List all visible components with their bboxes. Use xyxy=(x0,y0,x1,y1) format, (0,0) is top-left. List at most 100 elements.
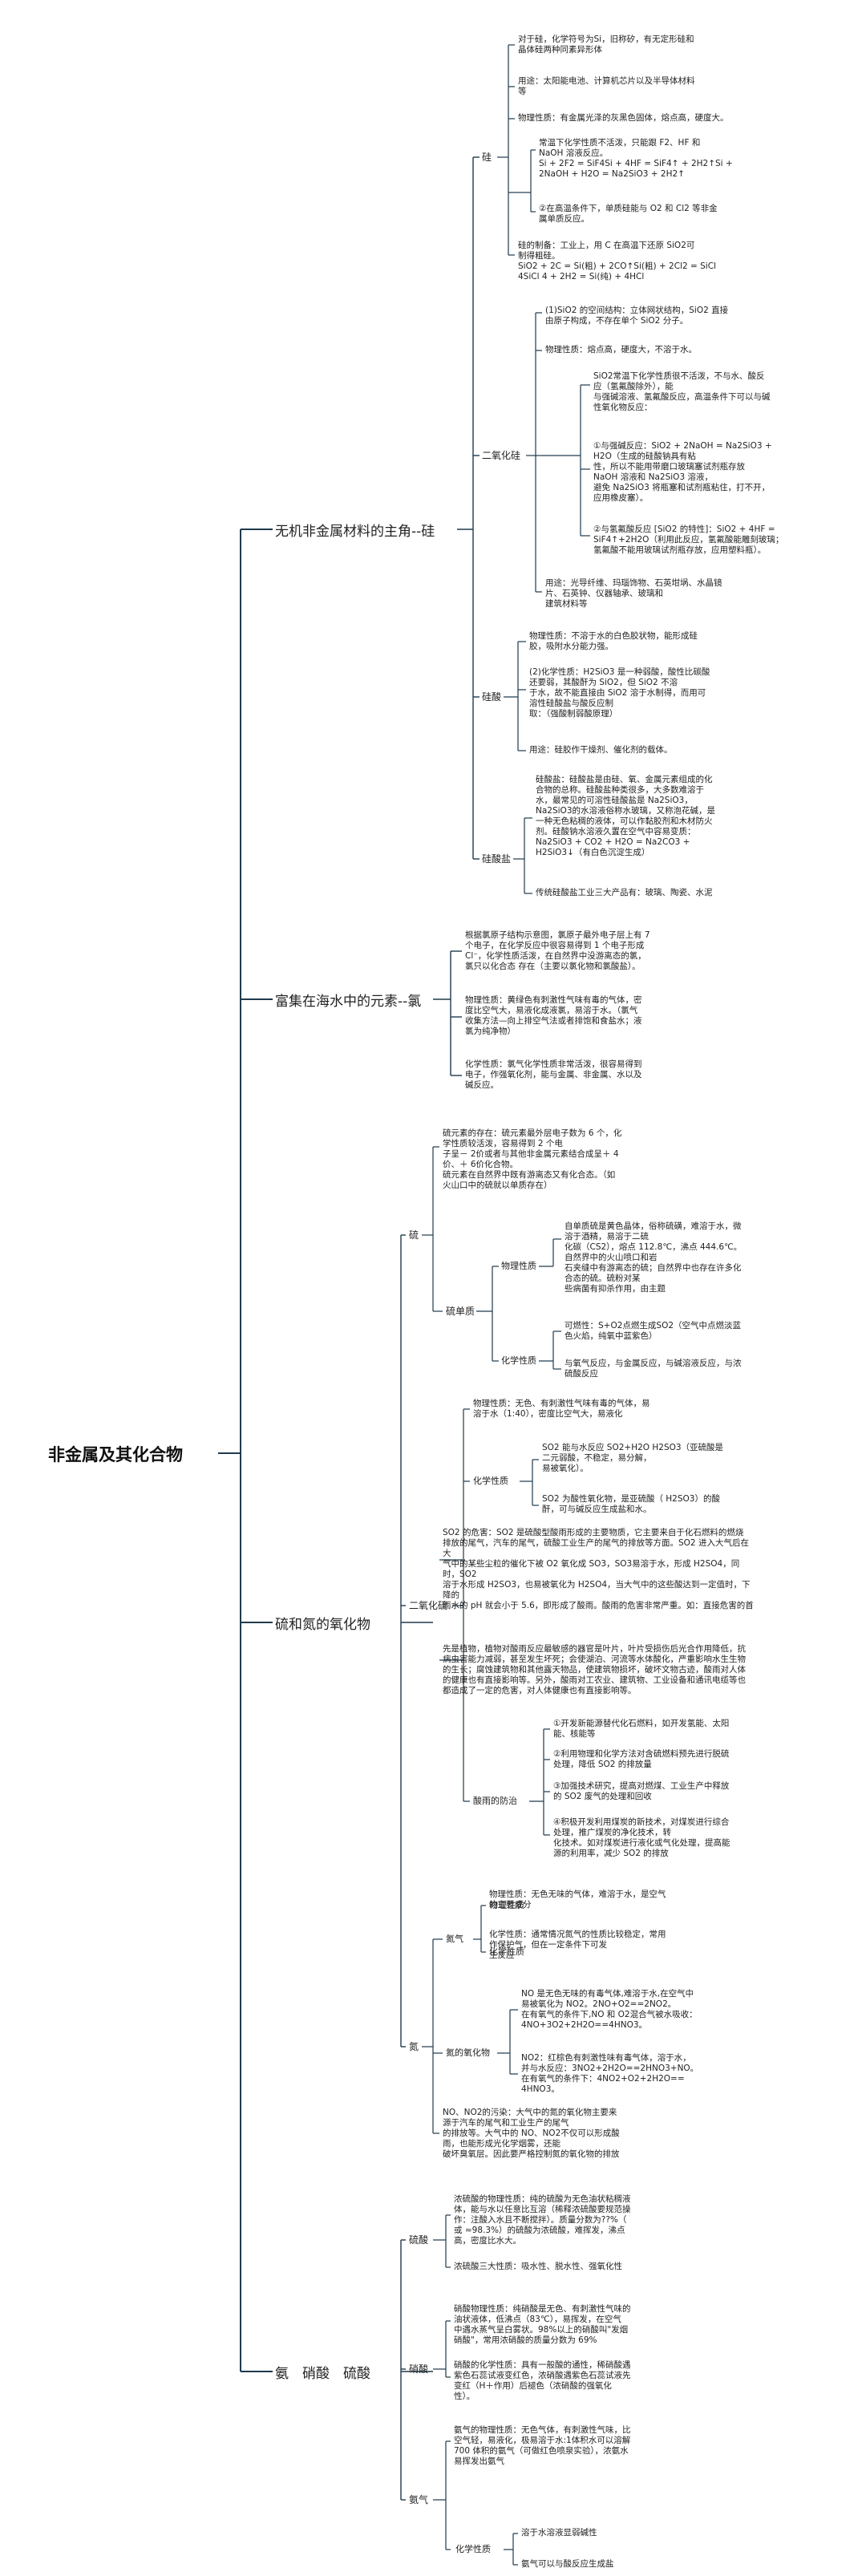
node-silicic-acid[interactable]: 硅酸 xyxy=(482,691,502,703)
node-sulfuric-acid[interactable]: 硫酸 xyxy=(409,2234,429,2246)
note-line: 生反应 xyxy=(489,1950,515,1960)
note-line: 溶于水溶液显弱碱性 xyxy=(521,2528,597,2538)
node-nitrogen-oxides[interactable]: 氮的氧化物 xyxy=(446,2047,490,2058)
node-sulfur-physical[interactable]: 物理性质 xyxy=(501,1261,536,1271)
note-e5[interactable]: ②与氢氟酸反应 [SiO2 的特性]：SiO2 + 4HF =SiF4↑+2H2… xyxy=(593,525,783,556)
node-sulfur-element[interactable]: 硫单质 xyxy=(446,1306,475,1317)
note-p1[interactable]: ①开发新能源替代化石燃料，如开发氢能、太阳能、核能等 xyxy=(553,1719,729,1740)
note-line: 处理，推广煤炭的净化技术，转 xyxy=(553,1828,671,1837)
note-g6[interactable]: 硅的制备：工业上，用 C 在高温下还原 SiO2可制得粗硅。SiO2 + 2C … xyxy=(518,241,716,282)
note-line: 价、＋ 6价化合物。 xyxy=(443,1160,519,1169)
note-e6[interactable]: 用途：光导纤维、玛瑙饰物、石英坩埚、水晶镜片、石英钟、仪器轴承、玻璃和建筑材料等 xyxy=(545,578,722,610)
note-o4[interactable]: SO2 的危害：SO2 是硫酸型酸雨形成的主要物质，它主要来自于化石燃料的燃烧排… xyxy=(443,1528,754,1611)
node-nitric-acid[interactable]: 硝酸 xyxy=(409,2363,429,2375)
note-e4[interactable]: ①与强碱反应：SiO2 + 2NaOH = Na2SiO3 +H2O（生成的硅酸… xyxy=(593,441,772,504)
note-o3[interactable]: SO2 为酸性氧化物，是亚硫酸（ H2SO3）的酸酐，可与碱反应生成盐和水。 xyxy=(542,1494,720,1515)
note-line: 水，最常见的可溶性硅酸盐是 Na2SiO3， xyxy=(536,796,693,805)
note-y1[interactable]: 硅酸盐：硅酸盐是由硅、氧、金属元素组成的化合物的总称。硅酸盐种类很多，大多数难溶… xyxy=(536,775,715,858)
node-nh3-chemical[interactable]: 化学性质 xyxy=(455,2544,491,2554)
note-o2[interactable]: SO2 能与水反应 SO2+H2O H2SO3（亚硫酸是二元弱酸，不稳定，易分解… xyxy=(542,1443,723,1474)
note-line: SiO2常温下化学性质很不活泼，不与水、酸反 xyxy=(593,371,765,381)
node-n2-physical[interactable]: 物理性质 xyxy=(489,1900,524,1910)
note-p4[interactable]: ④积极开发利用煤炭的新技术，对煤炭进行综合处理，推广煤炭的净化技术，转化技术。如… xyxy=(553,1817,730,1859)
note-line: 化学性质：通常情况氮气的性质比较稳定，常用 xyxy=(489,1930,666,1939)
note-line: 变红（H＋作用）后褪色（浓硝酸的强氧化 xyxy=(454,2381,612,2391)
node-n2-chemical[interactable]: 化学性质 xyxy=(489,1946,524,1957)
note-o5[interactable]: 先是植物，植物对酸雨反应最敏感的器官是叶片，叶片受损伤后光合作用降低，抗病虫害能… xyxy=(443,1644,746,1696)
section-chlorine[interactable]: 富集在海水中的元素--氯 xyxy=(275,994,422,1010)
note-line: H2SiO3↓（有白色沉淀生成） xyxy=(536,848,650,857)
note-line: 空气轻，易液化，极易溶于水:1体积水可以溶解 xyxy=(454,2436,631,2445)
note-s2[interactable]: (2)化学性质：H2SiO3 是一种弱酸，酸性比碳酸还要弱，其酸酐为 SiO2，… xyxy=(529,667,710,719)
note-line: Cl⁻，化学性质活泼，在自然界中没游离态的氯， xyxy=(465,951,646,961)
node-ammonia[interactable]: 氨气 xyxy=(409,2494,429,2505)
node-sulfur-chemical[interactable]: 化学性质 xyxy=(501,1355,536,1366)
note-line: (2)化学性质：H2SiO3 是一种弱酸，酸性比碳酸 xyxy=(529,667,710,677)
note-s3[interactable]: 用途：硅胶作干燥剂、催化剂的载体。 xyxy=(529,745,673,755)
note-a6[interactable]: 溶于水溶液显弱碱性 xyxy=(521,2528,597,2538)
note-n2[interactable]: 化学性质：通常情况氮气的性质比较稳定，常用作保护气，但在一定条件下可发生反应 xyxy=(489,1930,666,1961)
note-line: 破坏臭氧层。因此要严格控制氮的氧化物的排放 xyxy=(443,2149,620,2159)
note-l1[interactable]: 硫元素的存在：硫元素最外层电子数为 6 个，化学性质较活泼，容易得到 2 个电子… xyxy=(443,1128,621,1191)
note-line: 用途：硅胶作干燥剂、催化剂的载体。 xyxy=(529,745,673,755)
node-nitrogen-gas[interactable]: 氮气 xyxy=(446,1934,463,1944)
note-line: 溶于酒精，易溶于二硫 xyxy=(565,1232,649,1241)
note-line: 硫元素在自然界中既有游离态又有化合态。（如 xyxy=(443,1170,616,1180)
note-a4[interactable]: 硝酸的化学性质：具有一般酸的通性，稀硝酸遇紫色石蕊试液变红色，浓硝酸遇紫色石蕊试… xyxy=(454,2360,631,2402)
note-line: Na2SiO3 + CO2 + H2O = Na2CO3 + xyxy=(536,837,690,847)
note-line: 硝酸物理性质：纯硝酸是无色、有刺激性气味的 xyxy=(454,2304,631,2314)
note-g2[interactable]: 用途：太阳能电池、计算机芯片以及半导体材料等 xyxy=(518,76,695,97)
node-silicate[interactable]: 硅酸盐 xyxy=(482,853,512,865)
node-sulfur-dioxide[interactable]: 二氧化硫 xyxy=(409,1600,448,1611)
note-line: 4SiCl 4 + 2H2 = Si(纯) + 4HCl xyxy=(518,272,645,281)
note-line: 高，密度比水大。 xyxy=(454,2236,521,2246)
note-c3[interactable]: 化学性质：氯气化学性质非常活泼，很容易得到电子，作强氧化剂，能与金属、非金属、水… xyxy=(465,1059,642,1091)
note-n5[interactable]: NO、NO2的污染：大气中的氮的氧化物主要来源于汽车的尾气和工业生产的尾气的排放… xyxy=(443,2108,620,2160)
note-line: 雨，也能形成光化学烟雾，还能 xyxy=(443,2139,560,2149)
note-line: 物理性质：无色无味的气体，难溶于水，是空气 xyxy=(489,1889,666,1899)
node-silicon[interactable]: 硅 xyxy=(482,152,492,163)
section-sulfur-nitrogen-oxides[interactable]: 硫和氮的氧化物 xyxy=(275,1617,370,1633)
note-line: 700 体积的氨气（可做红色喷泉实验），浓氨水 xyxy=(454,2446,629,2456)
root-topic[interactable]: 非金属及其化合物 xyxy=(48,1445,183,1464)
note-line: 一种无色粘稠的液体，可以作黏胶剂和木材防火 xyxy=(536,816,713,826)
note-line: 化学性质：氯气化学性质非常活泼，很容易得到 xyxy=(465,1059,642,1069)
note-a3[interactable]: 硝酸物理性质：纯硝酸是无色、有刺激性气味的油状液体，低沸点（83℃），易挥发，在… xyxy=(454,2304,631,2346)
node-silicon-dioxide[interactable]: 二氧化硅 xyxy=(482,450,521,461)
note-n3[interactable]: NO 是无色无味的有毒气体,难溶于水,在空气中易被氧化为 NO2。2NO+O2=… xyxy=(521,1989,698,2031)
node-acid-rain-prevention[interactable]: 酸雨的防治 xyxy=(473,1796,517,1806)
note-line: 自单质硫是黄色晶体，俗称硫磺，难溶于水，微 xyxy=(565,1221,742,1231)
note-p3[interactable]: ③加强技术研究，提高对燃煤、工业生产中释放的 SO2 废气的处理和回收 xyxy=(553,1781,729,1802)
note-line: 性，所以不能用带磨口玻璃塞试剂瓶存放 xyxy=(593,462,745,472)
note-n1[interactable]: 物理性质：无色无味的气体，难溶于水，是空气的主要成分 xyxy=(489,1889,666,1910)
note-a5[interactable]: 氨气的物理性质：无色气体，有刺激性气味，比空气轻，易液化，极易溶于水:1体积水可… xyxy=(454,2425,631,2467)
note-a7[interactable]: 氨气可以与酸反应生成盐 xyxy=(521,2559,614,2570)
note-o1[interactable]: 物理性质：无色、有刺激性气味有毒的气体，易溶于水（1:40），密度比空气大，易液… xyxy=(473,1399,650,1420)
node-nitrogen[interactable]: 氮 xyxy=(409,2041,419,2052)
note-line: 性氧化物反应： xyxy=(593,403,653,412)
note-l3[interactable]: 可燃性：S+O2点燃生成SO2（空气中点燃淡蓝色火焰，纯氧中蓝紫色） xyxy=(565,1321,741,1342)
note-g5[interactable]: ②在高温条件下，单质硅能与 O2 和 Cl2 等非金属单质反应。 xyxy=(539,204,718,225)
section-ammonia-acids[interactable]: 氨 硝酸 硫酸 xyxy=(275,2366,370,2382)
note-s1[interactable]: 物理性质：不溶于水的白色胶状物，能形成硅胶，吸附水分能力强。 xyxy=(529,631,698,652)
note-e1[interactable]: (1)SiO2 的空间结构：立体网状结构，SiO2 直接由原子构成，不存在单个 … xyxy=(545,306,728,326)
note-line: 溶性硅酸盐与酸反应制 xyxy=(529,699,613,708)
note-p2[interactable]: ②利用物理和化学方法对含硫燃料预先进行脱硫处理，降低 SO2 的排放量 xyxy=(553,1749,729,1770)
note-line: 化技术。如对煤炭进行液化或气化处理，提高能 xyxy=(553,1838,730,1848)
node-sulfur[interactable]: 硫 xyxy=(409,1229,419,1241)
note-y2[interactable]: 传统硅酸盐工业三大产品有：玻璃、陶瓷、水泥 xyxy=(536,888,713,898)
note-c2[interactable]: 物理性质：黄绿色有刺激性气味有毒的气体，密度比空气大，易液化成液氯，易溶于水。（… xyxy=(465,995,642,1037)
note-a1[interactable]: 浓硫酸的物理性质：纯的硫酸为无色油状粘稠液体，能与水以任意比互溶（稀释浓硫酸要规… xyxy=(454,2194,631,2246)
note-e2[interactable]: 物理性质：熔点高，硬度大，不溶于水。 xyxy=(545,345,697,355)
section-silicon[interactable]: 无机非金属材料的主角--硅 xyxy=(275,524,435,540)
note-g1[interactable]: 对于硅，化学符号为Si，旧称矽，有无定形硅和晶体硅两种同素异形体 xyxy=(518,34,694,55)
node-so2-chemical[interactable]: 化学性质 xyxy=(473,1476,508,1486)
note-l4[interactable]: 与氧气反应，与金属反应，与碱溶液反应，与浓硫酸反应 xyxy=(565,1359,742,1379)
note-g3[interactable]: 物理性质：有金属光泽的灰黑色固体，熔点高，硬度大。 xyxy=(518,113,729,124)
note-l2[interactable]: 自单质硫是黄色晶体，俗称硫磺，难溶于水，微溶于酒精，易溶于二硫化碳（CS2），熔… xyxy=(565,1221,742,1294)
note-a2[interactable]: 浓硫酸三大性质：吸水性、脱水性、强氧化性 xyxy=(454,2262,622,2272)
note-e3[interactable]: SiO2常温下化学性质很不活泼，不与水、酸反应（氢氟酸除外），能与强碱溶液、氢氟… xyxy=(593,371,771,413)
note-n4[interactable]: NO2：红棕色有刺激性味有毒气体，溶于水，并与水反应：3NO2+2H2O==2H… xyxy=(521,2053,698,2095)
